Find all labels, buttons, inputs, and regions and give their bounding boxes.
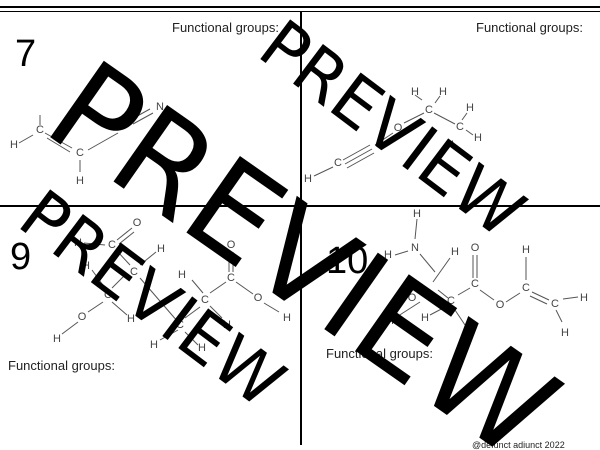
svg-text:C: C — [334, 157, 342, 169]
vertical-divider — [300, 12, 302, 445]
svg-text:C: C — [522, 282, 530, 294]
functional-groups-label-7: Functional groups: — [172, 20, 279, 35]
functional-groups-label-9: Functional groups: — [8, 358, 115, 373]
functional-groups-label-8: Functional groups: — [476, 20, 583, 35]
svg-text:H: H — [466, 102, 474, 114]
svg-text:H: H — [580, 292, 588, 304]
svg-text:O: O — [394, 122, 403, 134]
svg-text:C: C — [447, 295, 455, 307]
svg-text:H: H — [386, 315, 394, 327]
svg-text:H: H — [522, 244, 530, 256]
svg-text:O: O — [78, 311, 87, 323]
svg-text:H: H — [413, 208, 421, 220]
functional-groups-label-10: Functional groups: — [326, 346, 433, 361]
molecule-7: H C C H N — [10, 101, 164, 187]
svg-text:H: H — [283, 312, 291, 324]
svg-text:N: N — [156, 101, 164, 113]
svg-text:H: H — [466, 321, 474, 333]
svg-text:O: O — [471, 242, 480, 254]
svg-text:H: H — [76, 175, 84, 187]
svg-text:O: O — [254, 292, 263, 304]
svg-text:C: C — [104, 289, 112, 301]
svg-text:C: C — [76, 147, 84, 159]
svg-text:H: H — [157, 243, 165, 255]
svg-text:H: H — [150, 339, 158, 351]
svg-text:H: H — [446, 139, 454, 151]
svg-text:H: H — [53, 333, 61, 345]
svg-text:O: O — [133, 217, 142, 229]
molecule-8: H C O C C H H H H H — [304, 86, 482, 185]
svg-text:H: H — [421, 312, 429, 324]
question-number-9: 9 — [10, 236, 32, 278]
svg-text:C: C — [36, 124, 44, 136]
svg-text:C: C — [551, 298, 559, 310]
top-rule-inner — [0, 11, 600, 12]
svg-text:N: N — [411, 242, 419, 254]
svg-text:H: H — [561, 327, 569, 339]
svg-text:C: C — [176, 319, 184, 331]
svg-text:O: O — [496, 299, 505, 311]
svg-text:C: C — [471, 278, 479, 290]
credit-text: @defunct adiunct 2022 — [472, 440, 565, 450]
svg-text:C: C — [227, 272, 235, 284]
top-rule-outer — [0, 6, 600, 8]
svg-text:H: H — [74, 237, 82, 249]
svg-text:H: H — [411, 86, 419, 98]
svg-text:O: O — [408, 292, 417, 304]
horizontal-divider — [0, 205, 600, 207]
svg-text:H: H — [451, 246, 459, 258]
svg-text:H: H — [304, 173, 312, 185]
svg-text:H: H — [82, 260, 90, 272]
svg-text:H: H — [127, 313, 135, 325]
svg-text:H: H — [384, 249, 392, 261]
svg-text:H: H — [439, 86, 447, 98]
svg-text:H: H — [474, 132, 482, 144]
question-number-7: 7 — [15, 33, 37, 75]
svg-text:H: H — [178, 269, 186, 281]
svg-text:H: H — [198, 342, 206, 354]
svg-text:C: C — [201, 294, 209, 306]
svg-text:O: O — [227, 239, 236, 251]
svg-text:C: C — [130, 266, 138, 278]
question-number-10: 10 — [326, 240, 369, 282]
svg-text:C: C — [425, 104, 433, 116]
molecule-9: O H C H C H C H O H C H H C H O C O H H — [53, 217, 291, 354]
molecule-10: H H N H O H H C O C O H C C H H H — [384, 208, 588, 339]
svg-text:C: C — [456, 121, 464, 133]
svg-text:H: H — [10, 139, 18, 151]
svg-text:H: H — [223, 319, 231, 331]
svg-text:C: C — [108, 239, 116, 251]
